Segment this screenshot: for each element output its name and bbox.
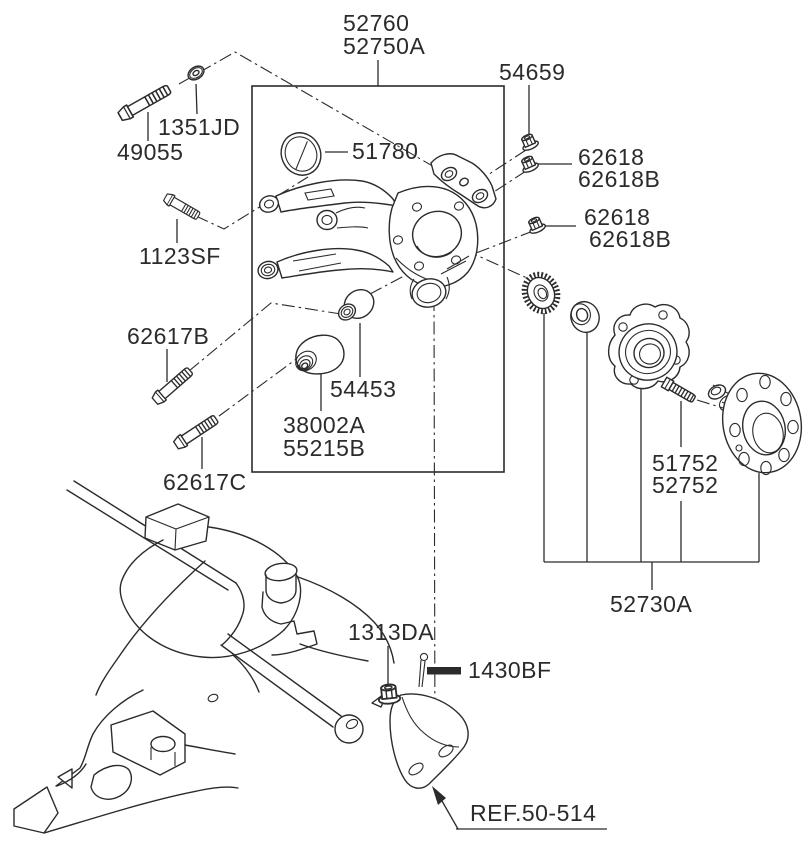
label-52760: 52760	[343, 10, 409, 36]
label-51780: 51780	[352, 138, 418, 164]
label-52730A: 52730A	[610, 591, 692, 617]
rear-subframe	[13, 480, 469, 834]
cotter-pin-1430BF	[418, 652, 429, 688]
label-62618B-1: 62618B	[578, 166, 660, 192]
label-62617B: 62617B	[127, 323, 209, 349]
nut-54659	[517, 131, 541, 153]
bushing-54453	[337, 289, 375, 321]
label-52750A: 52750A	[343, 33, 425, 59]
label-62618-1: 62618	[578, 144, 644, 170]
nut-62618-lower	[524, 214, 548, 236]
bushing-38002A	[295, 334, 345, 375]
label-62618-2: 62618	[584, 204, 650, 230]
hub-flange	[707, 372, 803, 476]
stud-bolt	[660, 376, 696, 403]
seal-ring	[280, 132, 322, 176]
pin-leader-bar	[427, 667, 461, 675]
part-labels: 52760 52750A 54659 1351JD 49055 51780 62…	[117, 10, 718, 826]
label-ref-50-514: REF.50-514	[470, 800, 596, 826]
abs-tone-ring	[521, 271, 561, 315]
nut-62618-upper	[517, 153, 541, 175]
grease-cap	[570, 300, 600, 334]
label-55215B: 55215B	[283, 435, 365, 461]
lug-holes	[729, 374, 799, 476]
label-1123SF: 1123SF	[139, 243, 221, 269]
ref-arrowhead	[432, 786, 446, 805]
bolt-1123SF	[162, 192, 201, 221]
label-1313DA: 1313DA	[348, 619, 434, 645]
rear-knuckle	[257, 132, 497, 308]
bolt-62617C	[172, 413, 219, 450]
label-49055: 49055	[117, 139, 183, 165]
label-54453: 54453	[330, 376, 396, 402]
label-54659: 54659	[499, 59, 565, 85]
label-1351JD: 1351JD	[158, 114, 240, 140]
label-1430BF: 1430BF	[468, 657, 552, 683]
nut-1313DA	[376, 682, 402, 706]
label-51752: 51752	[652, 450, 718, 476]
label-62618B-2: 62618B	[589, 226, 671, 252]
label-38002A: 38002A	[283, 412, 365, 438]
washer-1351JD	[187, 65, 205, 81]
wheel-bearing	[607, 303, 690, 390]
label-52752: 52752	[652, 472, 718, 498]
label-62617C: 62617C	[163, 469, 247, 495]
bolt-62617B	[151, 366, 195, 406]
leader-lines	[147, 60, 760, 830]
